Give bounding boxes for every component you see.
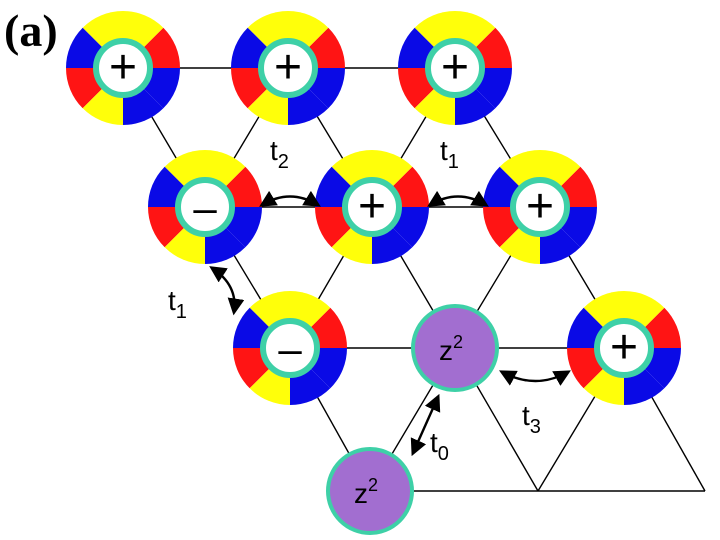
- orbital-disk: +: [567, 291, 681, 405]
- hopping-label: t1: [168, 285, 187, 323]
- z-label-base: z: [439, 335, 453, 366]
- hopping-arrow: [499, 370, 571, 386]
- orbital-disk: –: [148, 150, 262, 264]
- z-orbital-label: z2: [354, 475, 378, 509]
- z-orbital: z2: [326, 447, 414, 535]
- orbital-core: [258, 38, 318, 98]
- orbital-disk: +: [231, 11, 345, 125]
- z-orbital-disk: [411, 304, 499, 392]
- orbital-core: [425, 38, 485, 98]
- hopping-label-sub: 0: [438, 443, 449, 465]
- orbital-core: [594, 318, 654, 378]
- hopping-label-sub: 2: [278, 151, 289, 173]
- orbital-sign: +: [358, 180, 386, 233]
- hopping-label-base: t: [168, 285, 176, 316]
- orbital-sign: +: [441, 41, 469, 94]
- orbital-disk: –: [233, 291, 347, 405]
- panel-label: (a): [4, 5, 58, 56]
- hopping-arrow: [410, 393, 441, 457]
- hopping-label-base: t: [440, 135, 448, 166]
- orbital-disk: +: [398, 11, 512, 125]
- z-label-sup: 2: [368, 475, 378, 495]
- z-orbital: z2: [411, 304, 499, 392]
- orbital-sign: –: [278, 325, 302, 372]
- hopping-arrow: [259, 190, 321, 207]
- hopping-label-base: t: [522, 400, 530, 431]
- hopping-arrows: [209, 190, 571, 457]
- lattice-lines: [122, 67, 706, 492]
- hopping-label-sub: 1: [448, 151, 459, 173]
- z-label-sup: 2: [453, 332, 463, 352]
- orbital-core: [342, 177, 402, 237]
- hopping-label-sub: 1: [176, 301, 187, 323]
- orbital-disk: +: [483, 150, 597, 264]
- hopping-label: t0: [430, 427, 449, 465]
- z-orbital-label: z2: [439, 332, 463, 366]
- hopping-label: t3: [522, 400, 541, 438]
- orbital-sign: +: [109, 41, 137, 94]
- orbital-core: [510, 177, 570, 237]
- orbital-sign: –: [193, 184, 217, 231]
- orbital-sign: +: [274, 41, 302, 94]
- orbital-disk: +: [66, 11, 180, 125]
- hopping-label: t1: [440, 135, 459, 173]
- z-orbital-disk: [326, 447, 414, 535]
- orbital-core: [260, 318, 320, 378]
- hopping-label-sub: 3: [530, 416, 541, 438]
- hopping-label-base: t: [430, 427, 438, 458]
- orbital-sign: +: [610, 321, 638, 374]
- hopping-label: t2: [270, 135, 289, 173]
- orbital-sign: +: [526, 180, 554, 233]
- orbital-core: [175, 177, 235, 237]
- hopping-label-base: t: [270, 135, 278, 166]
- orbital-disk: +: [315, 150, 429, 264]
- z-label-base: z: [354, 478, 368, 509]
- orbital-core: [93, 38, 153, 98]
- hopping-arrow: [427, 190, 489, 207]
- hopping-arrow: [209, 266, 245, 316]
